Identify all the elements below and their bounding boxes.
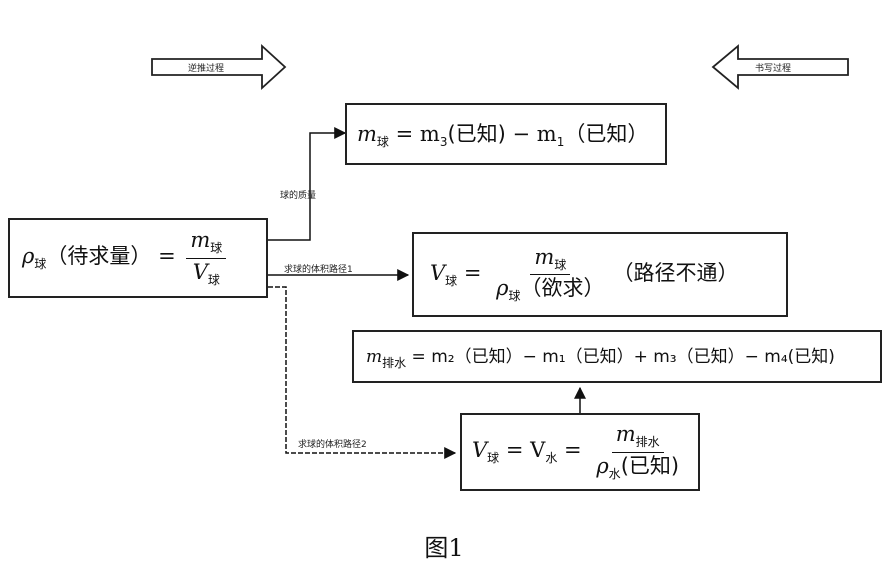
ball-mass-box: m球 = m3(已知) − m1（已知） [345,103,667,165]
displaced-water-box: m排水 = m₂（已知）− m₁（已知）+ m₃（已知）− m₄(已知) [352,330,882,383]
volume-path1-box: V球 = m球 ρ球（欲求） （路径不通） [412,232,788,317]
volume-path1-formula: V球 = m球 ρ球（欲求） （路径不通） [430,244,739,303]
writing-process-arrow [711,44,849,90]
density-formula: ρ球（待求量） = m球 V球 [22,229,230,286]
volume-path2-formula: V球 = V水 = m排水 ρ水(已知) [472,422,680,481]
reverse-process-arrow [151,43,287,91]
mass-label: 球的质量 [280,191,317,201]
path1-label: 求球的体积路径1 [284,265,353,275]
reverse-process-label: 逆推过程 [188,64,225,74]
path2-label: 求球的体积路径2 [298,440,367,450]
displaced-water-formula: m排水 = m₂（已知）− m₁（已知）+ m₃（已知）− m₄(已知) [366,347,835,370]
mass-connector [268,127,347,241]
density-box: ρ球（待求量） = m球 V球 [8,218,268,298]
volume-path2-box: V球 = V水 = m排水 ρ水(已知) [460,413,700,491]
figure-caption: 图1 [424,534,464,562]
writing-process-label: 书写过程 [755,64,792,74]
ball-mass-formula: m球 = m3(已知) − m1（已知） [357,122,649,149]
path2-connector [268,286,457,459]
